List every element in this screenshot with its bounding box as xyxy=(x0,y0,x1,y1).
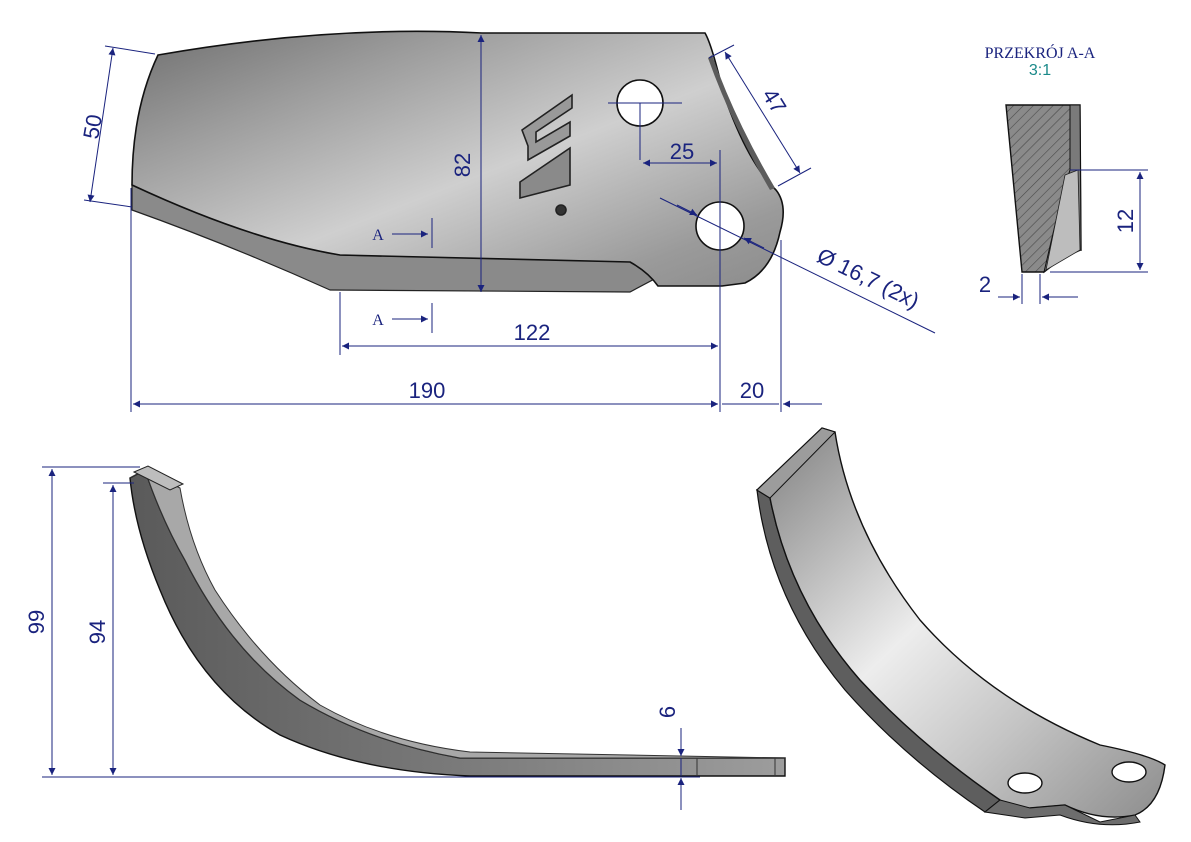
blade-serrated-edge xyxy=(708,55,775,190)
dimension-94: 94 xyxy=(85,482,134,775)
dim-122-label: 122 xyxy=(514,320,551,345)
blade-side-view xyxy=(129,465,786,777)
blade-isometric-view xyxy=(755,427,1166,826)
iso-hole-2 xyxy=(1111,761,1147,783)
section-marker-label-bottom: A xyxy=(372,312,384,329)
dimension-20: 20 xyxy=(700,240,822,412)
dim-25-label: 25 xyxy=(670,139,694,164)
section-marker-bottom: A xyxy=(372,303,433,333)
dim-190-label: 190 xyxy=(409,378,446,403)
dimension-6: 6 xyxy=(655,706,685,810)
dimension-122: 122 xyxy=(339,292,718,355)
dim-20-label: 20 xyxy=(740,378,764,403)
section-marker-label-top: A xyxy=(372,227,384,244)
iso-face xyxy=(755,427,1166,818)
section-view: PRZEKRÓJ A-A 3:1 12 2 xyxy=(979,43,1148,304)
dim-94-label: 94 xyxy=(85,620,110,644)
dim-6-label: 6 xyxy=(655,706,680,718)
manufacturer-logo xyxy=(519,93,573,216)
blade-top-view xyxy=(131,30,784,293)
dim-hole-label: Ø 16,7 (2x) xyxy=(813,243,923,314)
dim-82-label: 82 xyxy=(450,153,475,177)
dimension-190: 190 xyxy=(130,188,718,412)
dimension-99: 99 xyxy=(24,466,700,778)
section-dim-12-label: 12 xyxy=(1113,209,1138,233)
section-title: PRZEKRÓJ A-A xyxy=(985,43,1096,62)
section-scale: 3:1 xyxy=(1029,62,1051,79)
dim-50-label: 50 xyxy=(78,112,107,140)
side-view-top-face xyxy=(129,469,786,759)
dimension-50: 50 xyxy=(78,45,156,208)
section-dim-2-label: 2 xyxy=(979,272,991,297)
dimension-82: 82 xyxy=(450,35,485,292)
iso-hole-1 xyxy=(1007,772,1043,794)
dim-99-label: 99 xyxy=(24,610,49,634)
section-marker-top: A xyxy=(372,218,433,248)
dimension-25: 25 xyxy=(608,102,721,412)
